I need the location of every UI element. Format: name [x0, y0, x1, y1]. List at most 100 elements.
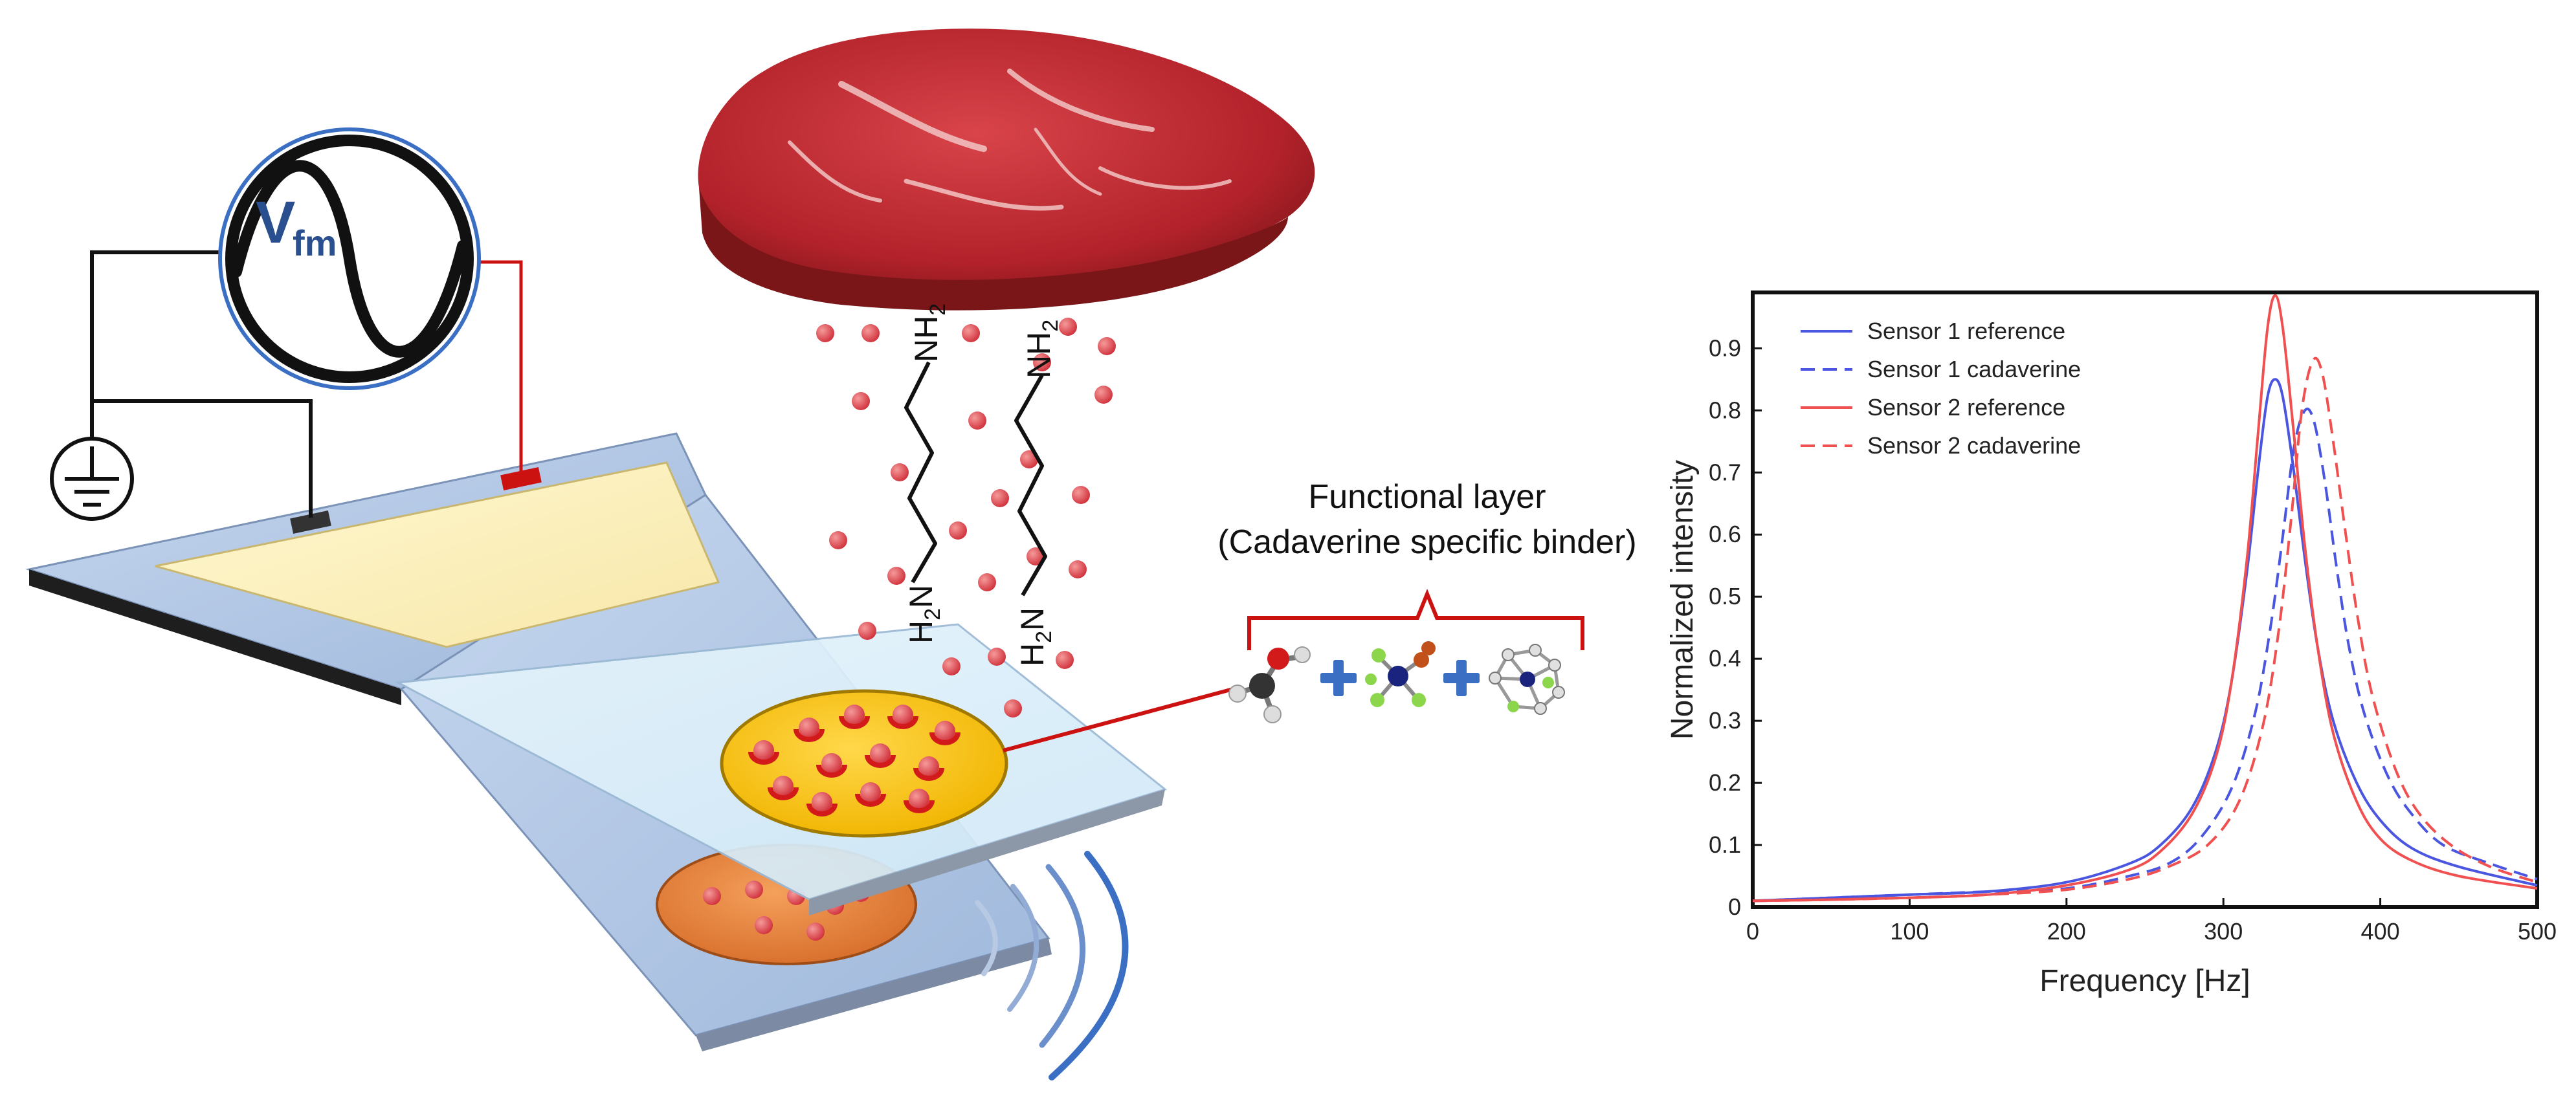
droplet — [1059, 318, 1077, 336]
droplet — [1072, 486, 1090, 504]
y-tick-label: 0 — [1728, 893, 1741, 920]
functional-disc — [720, 689, 1008, 838]
functional-layer-subtitle: (Cadaverine specific binder) — [1217, 523, 1636, 561]
y-tick-label: 0.9 — [1709, 334, 1741, 361]
x-tick-label: 300 — [2204, 918, 2243, 945]
droplet — [1004, 699, 1022, 718]
y-tick-label: 0.8 — [1709, 397, 1741, 423]
svg-text:NH2: NH2 — [908, 303, 950, 362]
droplet — [942, 657, 960, 675]
volatile-droplets — [816, 318, 1116, 718]
droplet — [949, 521, 967, 540]
droplet — [1056, 651, 1074, 669]
plus-icon — [1443, 660, 1480, 696]
cover-plate-edge — [809, 789, 1165, 915]
amine-subscript: 2 — [1032, 631, 1056, 643]
droplet — [968, 411, 986, 430]
ground-icon — [50, 437, 134, 521]
legend-label: Sensor 2 reference — [1867, 394, 2065, 421]
source-subscript: fm — [293, 223, 337, 263]
x-axis-label: Frequency [Hz] — [2039, 964, 2250, 998]
ac-source-icon — [218, 127, 481, 390]
vibration-waves — [975, 851, 1129, 1080]
ground-wire-contact — [92, 399, 313, 518]
droplet — [852, 392, 870, 410]
droplet — [858, 622, 876, 640]
droplet — [1027, 547, 1045, 565]
callout-bracket — [1247, 589, 1584, 650]
ground-wire — [90, 250, 220, 450]
bent-plate-edge — [696, 938, 1052, 1051]
plus-icon — [1320, 660, 1357, 696]
x-tick-label: 400 — [2361, 918, 2400, 945]
series-line-3 — [1752, 294, 2538, 903]
droplet — [755, 916, 773, 934]
droplet — [988, 648, 1006, 666]
plot-frame — [1751, 290, 2539, 909]
y-tick-label: 0.3 — [1709, 707, 1741, 734]
callout-pointer — [1003, 687, 1234, 752]
droplet — [806, 923, 825, 941]
amine-label: NH — [908, 316, 944, 362]
droplet — [1094, 386, 1113, 404]
frequency-response-chart: 0 0.1 0.2 0.3 0.4 0.5 0.6 0.7 0.8 0.9 0 100 200 300 4… — [1665, 290, 2557, 998]
droplet — [745, 881, 763, 899]
chart-series — [1752, 294, 2538, 903]
y-axis-label: Normalized intensity — [1665, 460, 1700, 740]
droplet — [962, 324, 980, 342]
svg-text:H2N: H2N — [1014, 608, 1056, 666]
droplet — [1033, 353, 1051, 371]
substrate-edge — [29, 569, 401, 705]
electrode-layer — [155, 461, 720, 648]
x-tick-label: 500 — [2518, 918, 2557, 945]
droplet — [829, 531, 847, 549]
functional-layer-callout: Functional layer (Cadaverine specific bi… — [1003, 478, 1637, 752]
binder-sites — [748, 705, 960, 817]
y-tick-label: 0.1 — [1709, 831, 1741, 858]
x-tick-label: 100 — [1890, 918, 1929, 945]
y-axis-ticks: 0 0.1 0.2 0.3 0.4 0.5 0.6 0.7 0.8 0.9 — [1709, 334, 1762, 920]
amine-label-h: H — [903, 620, 939, 644]
droplet — [991, 489, 1009, 507]
amine-subscript: 2 — [920, 608, 945, 620]
droplet — [816, 324, 834, 342]
binder-molecule-2-icon — [1365, 641, 1436, 707]
amine-label-h: H — [1014, 643, 1050, 666]
functional-layer-title: Functional layer — [1308, 478, 1546, 516]
meat-sample — [698, 28, 1315, 311]
cadaverine-molecule-2: NH2 H2N — [1014, 320, 1063, 666]
droplet — [891, 463, 909, 481]
y-tick-label: 0.7 — [1709, 459, 1741, 485]
sensor-device — [25, 432, 1168, 1080]
cadaverine-molecule-1: NH2 H2N — [903, 303, 950, 644]
legend-label: Sensor 2 cadaverine — [1867, 432, 2081, 459]
source-symbol: V — [256, 190, 295, 256]
ground-contact — [290, 510, 331, 534]
series-line-1 — [1752, 378, 2538, 903]
legend-label: Sensor 1 cadaverine — [1867, 356, 2081, 382]
droplet — [978, 573, 996, 591]
y-tick-label: 0.5 — [1709, 583, 1741, 609]
droplet — [1098, 337, 1116, 355]
amine-label-n: N — [903, 585, 939, 608]
signal-contact — [500, 467, 542, 490]
svg-text:H2N: H2N — [903, 585, 945, 644]
amine-subscript: 2 — [1038, 320, 1063, 332]
x-axis-ticks: 0 100 200 300 400 500 — [1746, 898, 2557, 945]
legend-label: Sensor 1 reference — [1867, 318, 2065, 344]
signal-wire — [479, 260, 523, 476]
x-tick-label: 200 — [2047, 918, 2086, 945]
x-tick-label: 0 — [1746, 918, 1759, 945]
droplet — [887, 567, 905, 585]
droplet — [861, 324, 880, 342]
droplet — [1069, 560, 1087, 578]
svg-text:NH2: NH2 — [1021, 320, 1063, 378]
droplet — [703, 887, 721, 905]
amine-label: NH — [1021, 332, 1057, 378]
y-tick-label: 0.6 — [1709, 521, 1741, 547]
series-line-4 — [1752, 356, 2538, 903]
y-tick-label: 0.4 — [1709, 645, 1741, 672]
y-tick-label: 0.2 — [1709, 769, 1741, 796]
